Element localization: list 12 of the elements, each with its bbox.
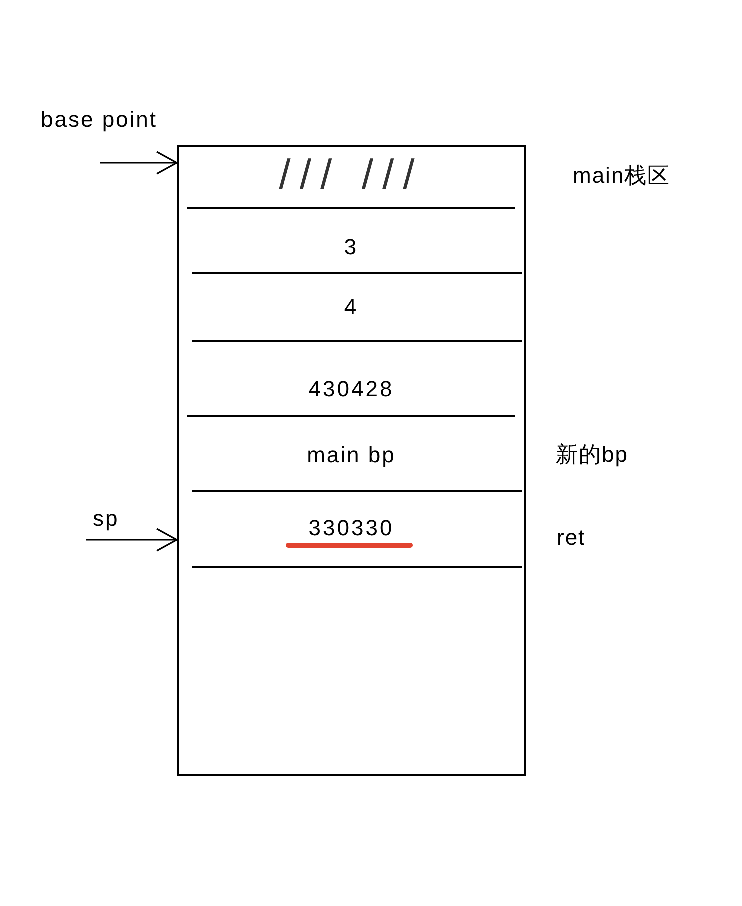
side-note: 新的bp <box>556 441 628 469</box>
stack-frame <box>177 145 526 776</box>
side-note: ret <box>557 524 586 552</box>
slot-value: /// /// <box>279 154 424 196</box>
slot-value: 430428 <box>308 376 394 404</box>
slot-value: 330330 <box>308 514 394 542</box>
side-note: main栈区 <box>573 162 671 190</box>
arrow <box>100 151 178 175</box>
slot-value: 3 <box>344 234 359 262</box>
slot-value: 4 <box>344 294 359 322</box>
arrow <box>86 528 178 552</box>
slot-value: main bp <box>307 442 396 470</box>
